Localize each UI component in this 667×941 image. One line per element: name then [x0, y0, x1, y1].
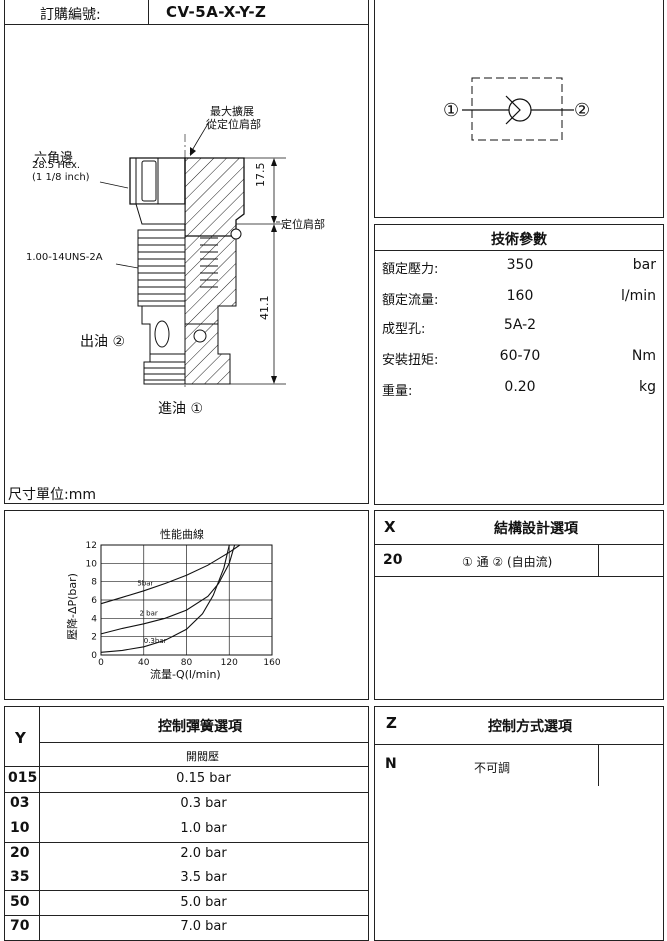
y-code: 10	[10, 820, 30, 836]
y-value: 0.3 bar	[180, 796, 227, 811]
y-tick-label: 0	[91, 651, 97, 661]
spec-value: 5A-2	[503, 317, 537, 333]
chart-panel	[4, 510, 369, 700]
locating-shoulder-label: 定位肩部	[281, 218, 325, 231]
y-value: 1.0 bar	[180, 821, 227, 836]
dim-top: 17.5	[254, 162, 267, 188]
y-code: 35	[10, 869, 30, 885]
plot-frame	[100, 544, 273, 656]
spec-value: 160	[506, 288, 534, 304]
series-label: 5bar	[137, 579, 153, 587]
y-code: 03	[10, 795, 30, 811]
y-value: 3.5 bar	[180, 870, 227, 885]
y-tick-label: 10	[86, 559, 98, 569]
spec-label: 額定流量:	[382, 293, 439, 308]
spec-row: 安裝扭矩: 60-70 Nm	[374, 343, 664, 373]
spec-unit: l/min	[620, 288, 656, 304]
spec-label: 安裝扭矩:	[382, 353, 439, 368]
spec-label: 額定壓力:	[382, 262, 439, 277]
dimension-unit: 尺寸單位:mm	[8, 487, 96, 503]
y-code: 50	[10, 894, 30, 910]
inlet-label: 進油 ①	[158, 401, 204, 417]
y-option-code-header: Y	[15, 729, 26, 747]
valve-drawing	[99, 121, 286, 389]
order-label: 訂購編號:	[40, 7, 101, 23]
y-code: 015	[8, 770, 38, 786]
y-value: 5.0 bar	[180, 895, 227, 910]
spec-label: 成型孔:	[382, 322, 426, 337]
symbol-port-1: ①	[443, 100, 460, 121]
specs-title: 技術參數	[491, 232, 547, 248]
x-tick-label: 40	[138, 658, 150, 668]
z-option-table	[374, 706, 664, 941]
spec-row: 重量: 0.20 kg	[374, 374, 664, 404]
series-label: 0.3bar	[144, 637, 167, 645]
z-option-desc: 不可調	[474, 761, 511, 775]
x-tick-label: 0	[98, 658, 104, 668]
spec-row: 成型孔: 5A-2	[374, 312, 664, 342]
chart-title: 性能曲線	[160, 528, 204, 541]
spec-label: 重量:	[382, 384, 413, 399]
chart-ylabel: 壓降-ΔP(bar)	[66, 573, 79, 640]
series-line	[100, 544, 236, 635]
spec-row: 額定壓力: 350 bar	[374, 251, 664, 281]
symbol-panel	[374, 0, 664, 218]
y-value: 2.0 bar	[180, 846, 227, 861]
z-option-code: N	[385, 756, 397, 772]
order-code: CV-5A-X-Y-Z	[166, 3, 267, 21]
x-tick-label: 160	[263, 658, 280, 668]
y-value: 0.15 bar	[176, 771, 231, 786]
outlet-label: 出油 ②	[80, 334, 126, 350]
spec-value: 350	[506, 257, 534, 273]
z-option-code-header: Z	[386, 714, 397, 732]
max-extend-label-2: 從定位肩部	[206, 118, 261, 131]
series-line	[100, 544, 241, 605]
hex-label: 六角邊	[34, 151, 74, 166]
spec-row: 額定流量: 160 l/min	[374, 282, 664, 312]
y-tick-label: 4	[91, 614, 97, 624]
x-tick-label: 80	[181, 658, 193, 668]
spec-value: 60-70	[499, 348, 541, 364]
y-tick-label: 12	[86, 541, 97, 551]
max-extend-label-1: 最大擴展	[210, 105, 254, 118]
hex-size: 28.5 Hex.	[32, 160, 81, 171]
specs-table	[374, 224, 664, 505]
symbol-port-2: ②	[574, 100, 591, 121]
series-line	[100, 544, 230, 653]
y-tick-label: 6	[91, 596, 97, 606]
z-option-title: 控制方式選項	[488, 719, 572, 735]
dim-main: 41.1	[258, 295, 271, 321]
series-label: 2 bar	[139, 610, 157, 618]
drawing-panel	[4, 24, 369, 504]
x-option-title: 結構設計選項	[494, 521, 578, 537]
spec-unit: Nm	[631, 348, 656, 364]
y-value: 7.0 bar	[180, 919, 227, 934]
order-header-divider	[148, 0, 149, 25]
x-option-code: 20	[383, 552, 403, 568]
chart-xlabel: 流量-Q(l/min)	[150, 668, 221, 681]
y-code: 70	[10, 918, 30, 934]
hex-inch: (1 1/8 inch)	[32, 172, 90, 183]
check-valve-symbol	[462, 77, 574, 141]
y-tick-label: 8	[91, 578, 97, 588]
spec-value: 0.20	[504, 379, 536, 395]
x-tick-label: 120	[221, 658, 238, 668]
x-option-code-header: X	[384, 518, 396, 536]
spec-unit: kg	[639, 379, 656, 395]
y-option-title: 控制彈簧選項	[158, 719, 242, 735]
spec-unit: bar	[632, 257, 656, 273]
y-option-subheader: 開閥壓	[186, 750, 219, 763]
x-option-desc: ① 通 ② (自由流)	[462, 555, 553, 569]
thread-label: 1.00-14UNS-2A	[26, 252, 103, 263]
x-option-table	[374, 510, 664, 700]
y-tick-label: 2	[91, 633, 97, 643]
y-code: 20	[10, 845, 30, 861]
